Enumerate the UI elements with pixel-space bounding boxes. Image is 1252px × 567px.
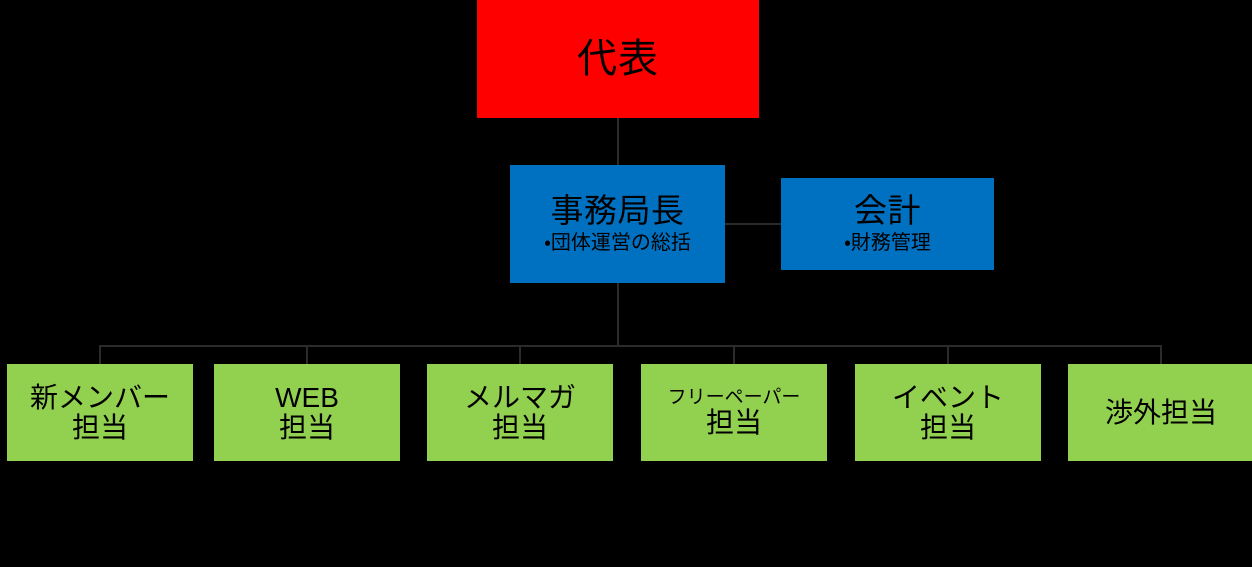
node-role-external-affairs[interactable]: 渉外担当 [1068,364,1252,461]
node-role-new-member[interactable]: 新メンバー 担当 [7,364,193,461]
connector-bus-to-role-5 [947,345,949,364]
connector-secretary-to-accounting [725,223,781,225]
node-representative-title: 代表 [577,37,659,81]
node-role-event-line1: イベント [891,382,1004,414]
node-role-web-line2: 担当 [278,411,335,443]
node-accounting[interactable]: 会計 ・財務管理 [781,178,994,270]
node-role-free-paper[interactable]: フリーペーパー 担当 [641,364,827,461]
node-role-web-line1: WEB [275,382,339,414]
connector-bus-to-role-6 [1160,345,1162,364]
connector-representative-to-secretary [617,118,619,165]
node-role-web[interactable]: WEB 担当 [214,364,400,461]
node-role-event[interactable]: イベント 担当 [855,364,1041,461]
node-accounting-subtitle: ・財務管理 [844,231,931,254]
connector-bus-to-role-2 [306,345,308,364]
node-representative[interactable]: 代表 [477,0,759,118]
node-role-mail-magazine-line2: 担当 [491,411,548,443]
node-role-event-line2: 担当 [919,411,976,443]
connector-bus-to-role-4 [733,345,735,364]
node-role-new-member-line1: 新メンバー [29,382,170,414]
connector-bus-to-role-3 [519,345,521,364]
node-accounting-title: 会計 [854,192,921,230]
connector-roles-bus [99,345,1161,347]
node-role-free-paper-line1: フリーペーパー [667,386,801,408]
node-secretary-general-title: 事務局長 [550,192,685,230]
node-role-mail-magazine-line1: メルマガ [463,382,576,414]
node-role-mail-magazine[interactable]: メルマガ 担当 [427,364,613,461]
node-role-new-member-line2: 担当 [71,411,128,443]
node-role-free-paper-line2: 担当 [705,406,762,438]
node-secretary-general-subtitle: ・団体運営の総括 [544,231,691,254]
connector-bus-to-role-1 [99,345,101,364]
node-secretary-general[interactable]: 事務局長 ・団体運営の総括 [510,165,725,283]
connector-secretary-to-roles-trunk [617,283,619,345]
node-role-external-affairs-line1: 渉外担当 [1104,396,1217,428]
